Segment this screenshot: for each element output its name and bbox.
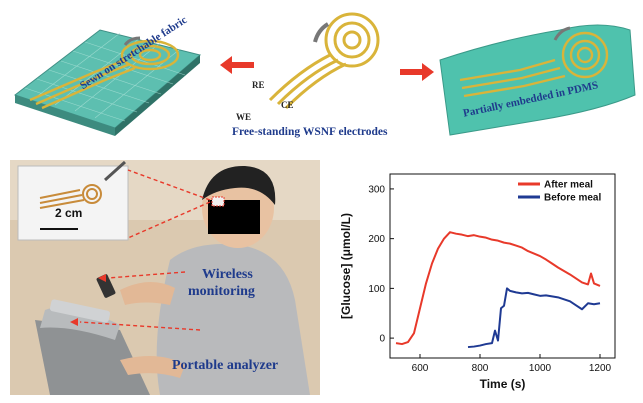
monitoring-label: monitoring (188, 284, 255, 299)
y-tick-label: 0 (379, 334, 385, 345)
legend-label: Before meal (544, 193, 601, 204)
scale-bar-label: 2 cm (55, 206, 83, 220)
pdms-sheet (439, 24, 636, 136)
legend-label: After meal (544, 180, 593, 191)
annotation-arrows (79, 169, 211, 331)
top-panel: Sewn on stretchable fabric RE WE CE Free… (0, 0, 643, 150)
series-line-after-meal (395, 231, 601, 346)
free-standing-electrodes (268, 12, 380, 110)
photo-panel: 2 cm Wireless monitoring Portable analyz… (10, 160, 320, 395)
right-arrow (400, 63, 434, 81)
plot-frame (389, 173, 616, 359)
top-panel-illustration (13, 12, 636, 136)
we-label: WE (236, 112, 252, 122)
x-tick-label: 800 (472, 363, 489, 374)
series-line-before-meal (467, 287, 601, 349)
free-standing-label: Free-standing WSNF electrodes (232, 126, 388, 138)
x-tick-label: 1200 (589, 363, 612, 374)
y-tick-label: 100 (368, 284, 385, 295)
x-tick-label: 600 (412, 363, 429, 374)
stretchable-fabric (13, 29, 202, 136)
glucose-chart: 600 800 1000 1200 0 100 200 300 After mealBefor… (339, 173, 616, 391)
inset-photo (17, 160, 129, 241)
photo-illustration (10, 160, 320, 395)
x-tick-label: 1000 (529, 363, 552, 374)
ce-label: CE (281, 100, 294, 110)
wireless-label: Wireless (202, 267, 253, 282)
analyzer-label: Portable analyzer (172, 358, 279, 373)
y-axis-title: [Glucose] (μmol/L) (339, 213, 353, 319)
x-axis-title: Time (s) (480, 377, 526, 391)
re-label: RE (252, 80, 265, 90)
left-arrow (220, 56, 254, 74)
y-tick-label: 200 (368, 234, 385, 245)
y-tick-label: 300 (368, 184, 385, 195)
bike-body (35, 299, 150, 395)
person (96, 165, 310, 395)
